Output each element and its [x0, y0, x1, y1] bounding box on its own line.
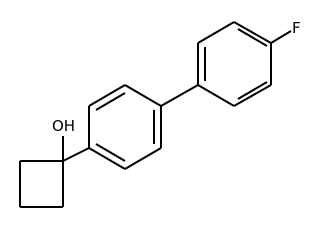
bond	[270, 30, 292, 44]
bond	[88, 147, 126, 170]
bond	[197, 21, 235, 44]
bond-inner	[237, 81, 268, 100]
bond	[124, 147, 162, 170]
bond	[197, 84, 235, 107]
bond-inner	[237, 28, 268, 47]
bond-lines	[19, 21, 292, 208]
bond-inner	[95, 92, 126, 111]
atom-label-fluorine: F	[292, 19, 301, 37]
bond	[233, 21, 272, 44]
bond	[88, 84, 126, 107]
bond	[233, 84, 272, 107]
molecule-structure: F OH	[19, 19, 301, 208]
bond	[62, 147, 90, 162]
atom-label-hydroxyl: OH	[52, 117, 75, 135]
bond	[160, 84, 199, 107]
bond-inner	[95, 143, 126, 162]
bond	[124, 84, 162, 107]
